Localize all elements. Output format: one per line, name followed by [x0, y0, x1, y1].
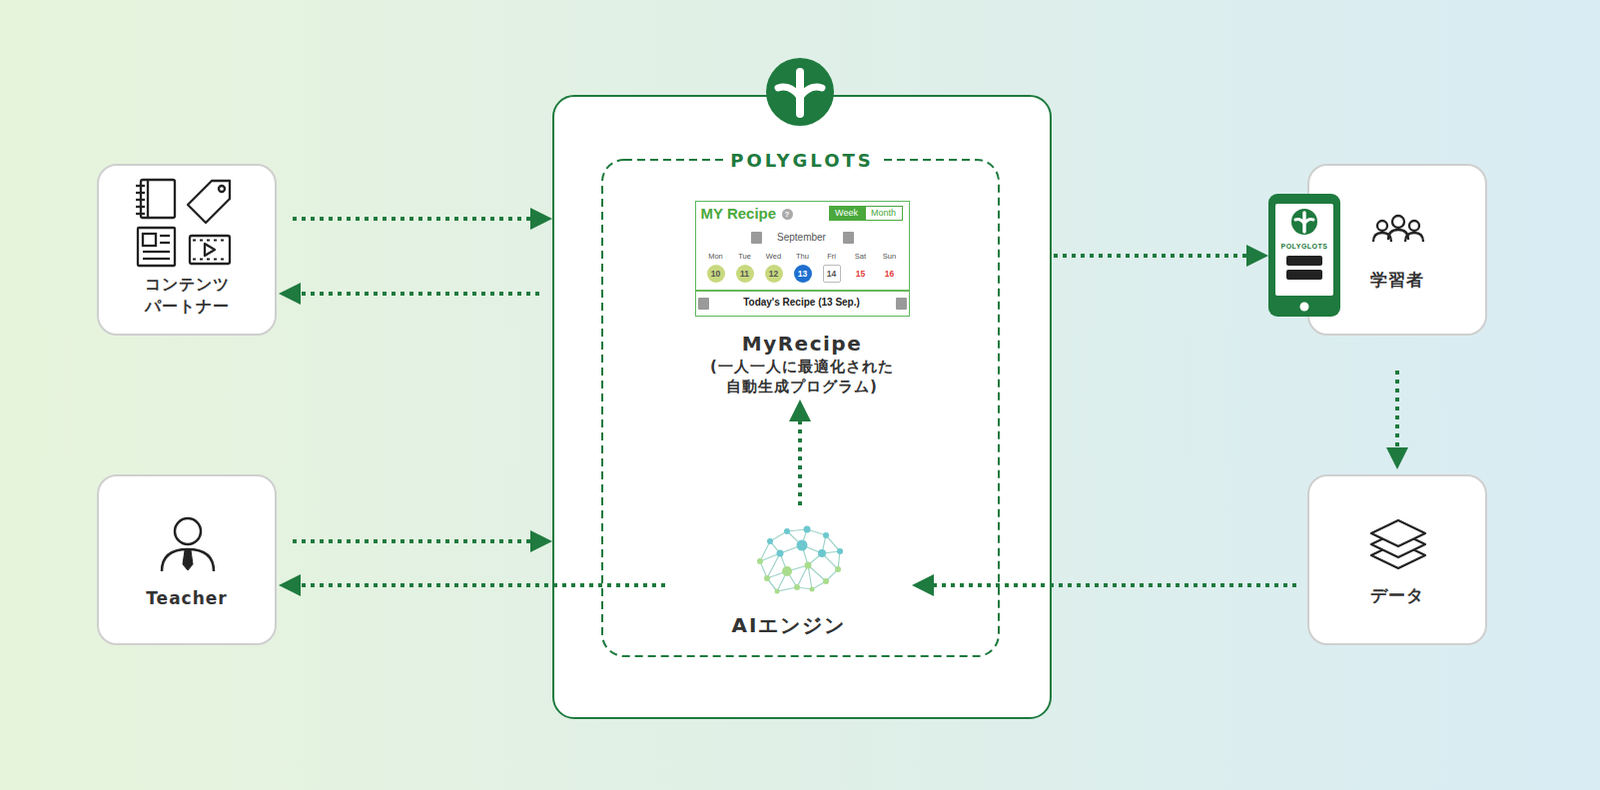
node-text: コンテンツ パートナー	[121, 273, 252, 318]
calendar-text: Today's Recipe (13 Sep.)	[710, 296, 894, 308]
calendar-text: Month	[864, 205, 903, 221]
calendar-divider	[696, 289, 909, 292]
calendar-text: Tue	[733, 251, 758, 261]
node-text: (一人一人に最適化された 自動生成プログラム)	[677, 356, 927, 397]
nav-button	[895, 297, 907, 310]
dotted-arrow	[798, 421, 802, 506]
learner-icon	[1373, 215, 1424, 242]
calendar-text: 16	[880, 264, 899, 283]
myrecipe-box: MY Recipe? WeekMonthSeptemberMon Tue Wed Thu…	[660, 200, 944, 397]
myrecipe-screenshot: MY Recipe? WeekMonthSeptemberMon Tue Wed Thu…	[695, 200, 910, 317]
dotted-arrow	[933, 583, 1297, 588]
calendar-text: September	[762, 231, 842, 243]
partner-box: コンテンツ パートナー	[96, 163, 277, 336]
data-box: データ	[1307, 474, 1488, 646]
calendar-text: Wed	[762, 251, 787, 261]
calendar-text: Fri	[819, 251, 844, 261]
calendar-text: MY Recipe	[701, 204, 778, 222]
tag-icon	[187, 180, 230, 223]
dotted-arrow	[1053, 253, 1247, 258]
calendar-text: 14	[822, 264, 841, 283]
ai-brain-network	[757, 526, 843, 595]
dotted-arrow	[300, 291, 540, 296]
notebook-icon	[135, 179, 175, 218]
dotted-arrow	[292, 216, 531, 221]
ai-engine-box: AIエンジン	[669, 504, 909, 645]
dotted-arrow	[300, 583, 666, 588]
newspaper-icon	[137, 227, 175, 266]
data-layers-icon	[1371, 520, 1426, 569]
calendar-text: 10	[707, 264, 726, 283]
calendar-text: Mon	[704, 251, 729, 261]
nav-button	[751, 231, 763, 244]
teacher-box: Teacher	[96, 474, 277, 646]
learner-box: 学習者POLYGLOTS	[1307, 163, 1488, 336]
calendar-text: 12	[765, 264, 784, 283]
platform-box: POLYGLOTS MY Recipe? WeekMonthSeptemberMon…	[552, 94, 1052, 720]
calendar-text: Sat	[848, 251, 873, 261]
calendar-text: 15	[851, 264, 870, 283]
calendar-text: 11	[736, 264, 755, 283]
nav-button	[842, 231, 854, 244]
calendar-text: 13	[794, 264, 812, 283]
video-icon	[189, 235, 230, 264]
node-text: Teacher	[145, 587, 227, 610]
node-text: POLYGLOTS	[723, 149, 880, 171]
platform-dashed-frame	[602, 159, 999, 657]
node-text: データ	[1370, 584, 1425, 607]
calendar-text: Thu	[791, 251, 815, 261]
calendar-text: ?	[782, 208, 794, 220]
calendar-text: Week	[828, 205, 865, 221]
polyglots-logo	[766, 57, 834, 126]
teacher-icon	[161, 518, 214, 572]
node-text: MyRecipe	[742, 330, 863, 357]
node-text: AIエンジン	[732, 612, 847, 639]
node-text: 学習者	[1370, 268, 1425, 291]
dotted-arrow	[1395, 370, 1400, 448]
dotted-arrow	[292, 539, 531, 544]
nav-button	[698, 297, 710, 310]
phone-illustration	[1268, 193, 1341, 317]
calendar-text: Sun	[877, 251, 902, 261]
phone-app-name: POLYGLOTS	[1274, 241, 1335, 251]
